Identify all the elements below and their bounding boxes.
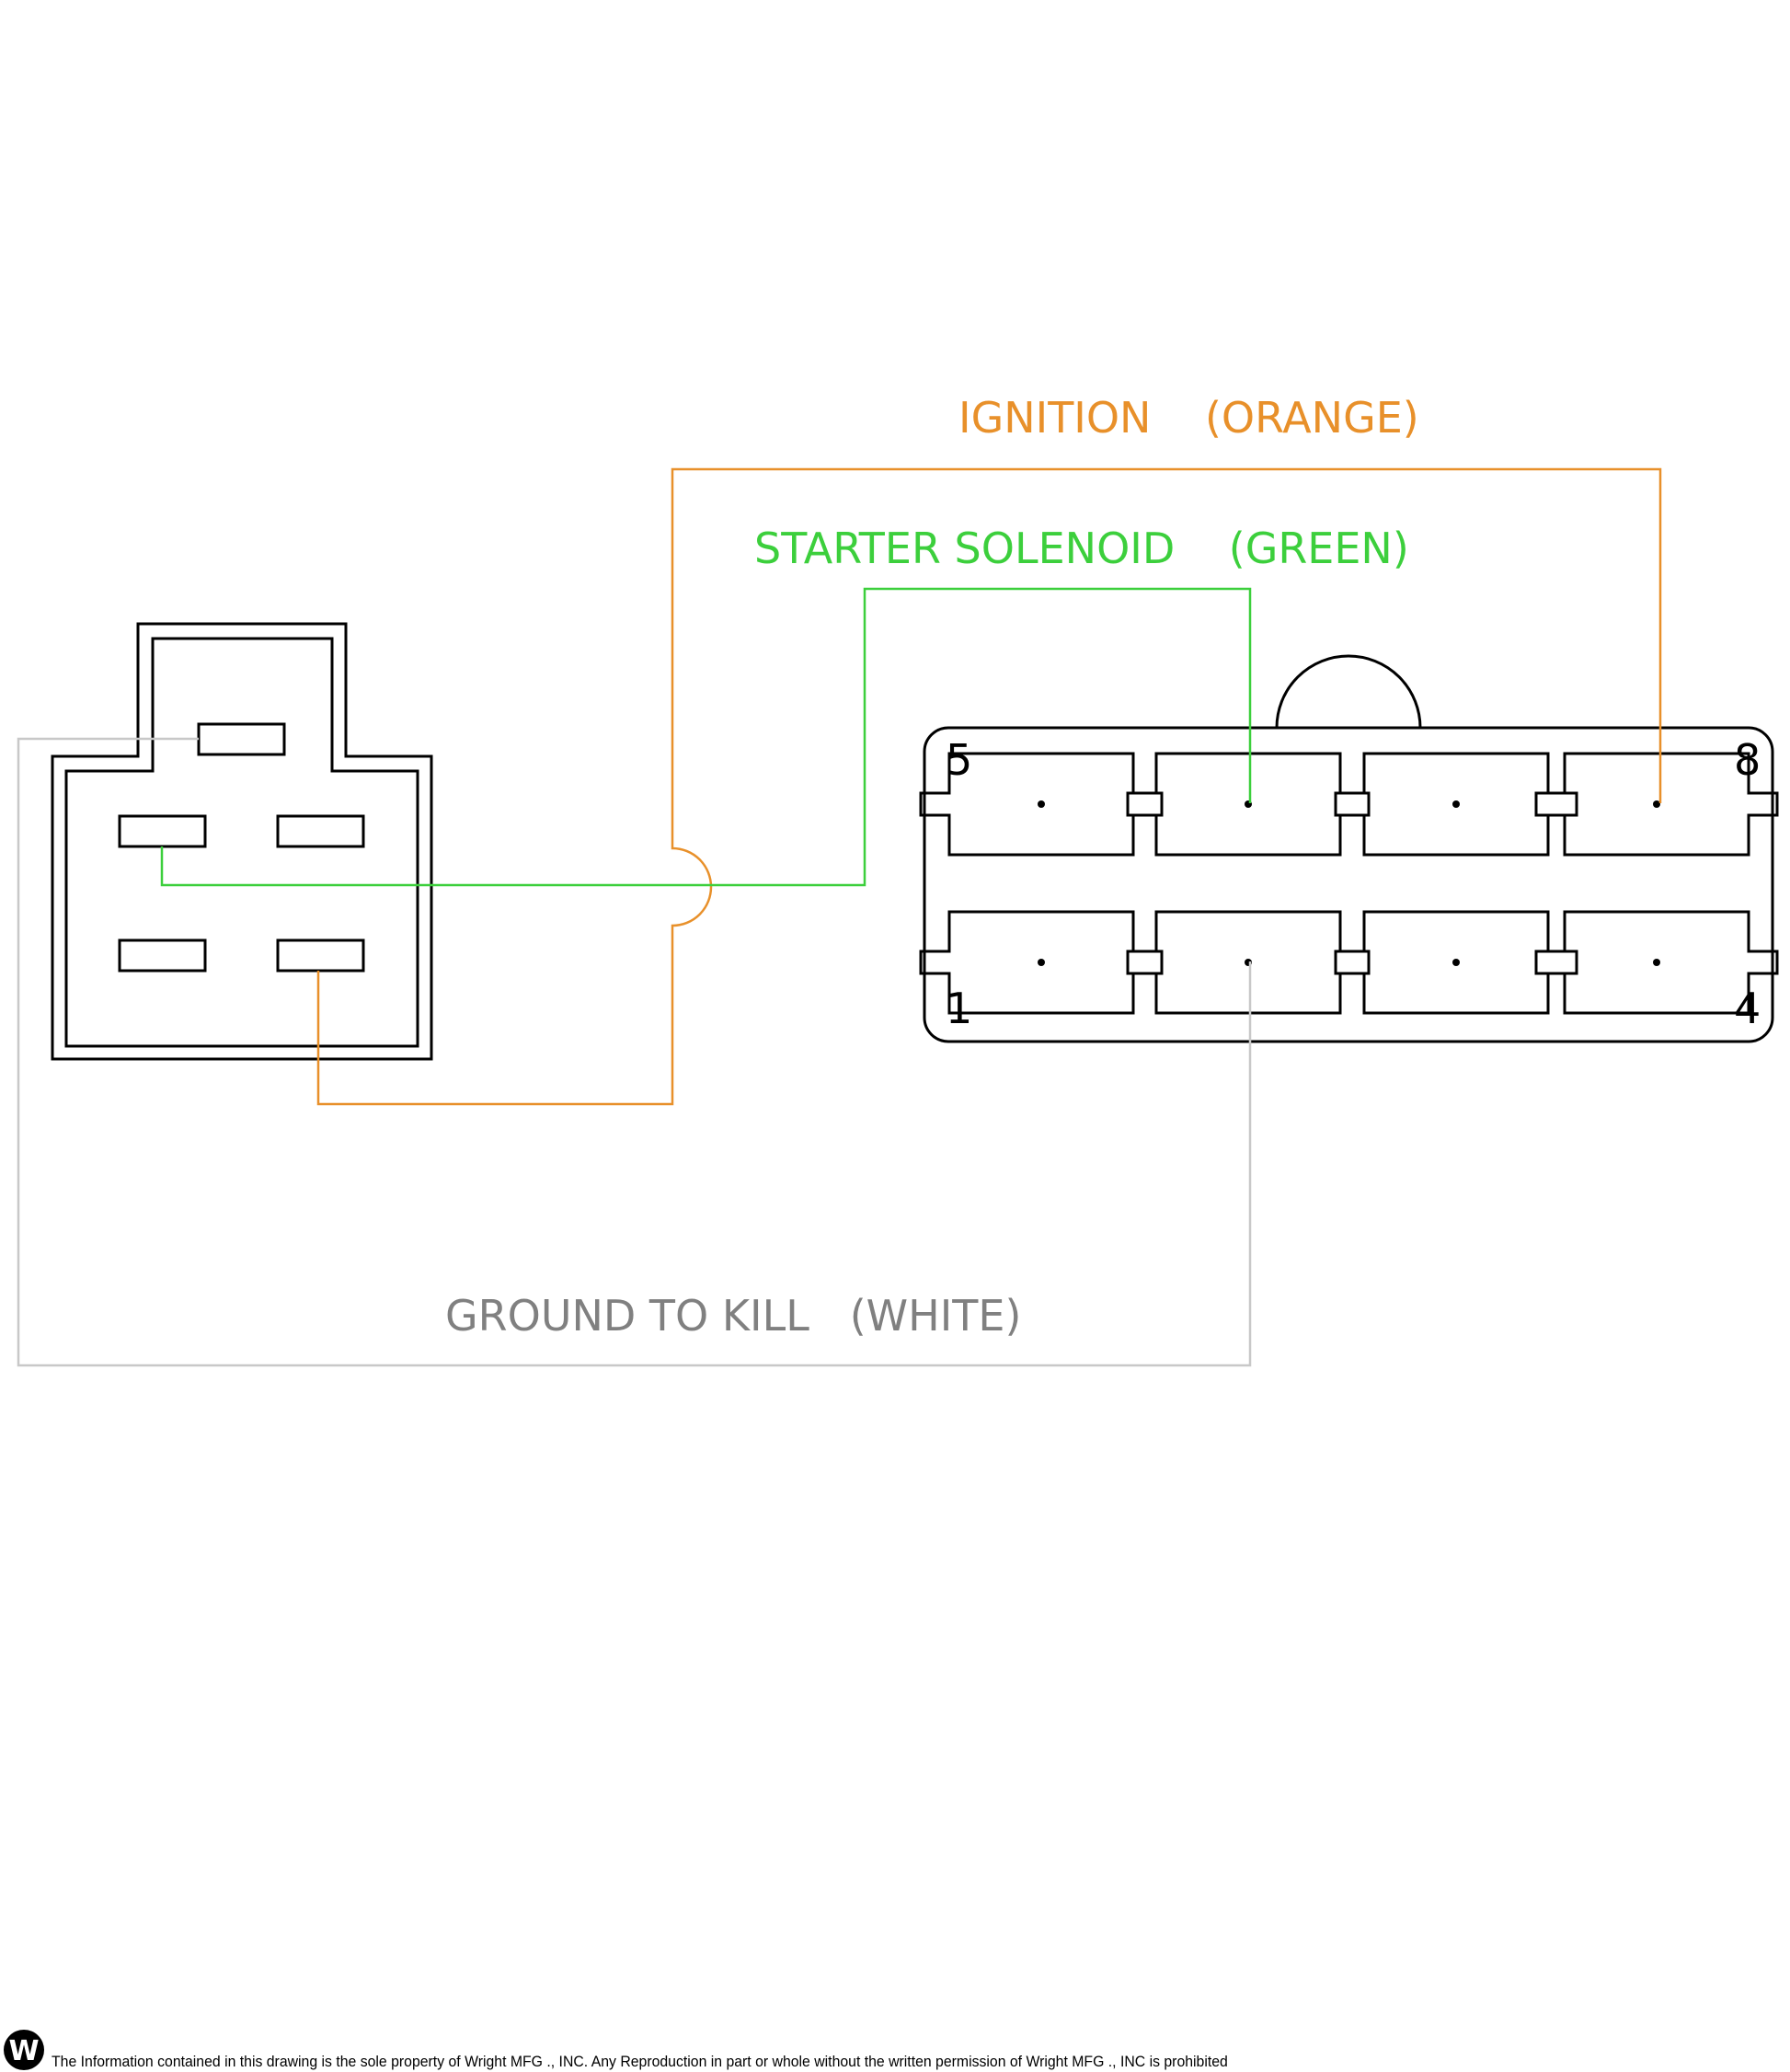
right-connector: [919, 654, 1779, 1043]
starter-solenoid-wire: [160, 587, 1252, 887]
pin-contact: [1038, 800, 1045, 808]
ignition-label: IGNITION (ORANGE): [958, 393, 1419, 443]
svg-text:W: W: [8, 2035, 39, 2067]
left-terminal-2: [276, 814, 365, 848]
left-terminal-top: [197, 722, 286, 756]
left-terminal-1: [118, 814, 207, 848]
pin-number-5: 5: [946, 735, 972, 785]
pin-contact: [1653, 959, 1660, 966]
pin-cavity: [1534, 910, 1779, 1015]
pin-number-4: 4: [1734, 984, 1761, 1033]
left-connector: [51, 622, 433, 1061]
pin-number-1: 1: [946, 984, 972, 1033]
ground-to-kill-label: GROUND TO KILL (WHITE): [445, 1291, 1021, 1341]
wright-logo-icon: W: [4, 2030, 44, 2070]
copyright-notice: The Information contained in this drawin…: [52, 2053, 1228, 2070]
left-terminal-3: [118, 938, 207, 973]
left-connector-inner: [64, 637, 419, 1048]
starter-solenoid-label: STARTER SOLENOID (GREEN): [754, 524, 1409, 573]
pin-contact: [1452, 959, 1460, 966]
ignition-wire: [316, 467, 1662, 1106]
pin-contact: [1452, 800, 1460, 808]
left-connector-outer: [51, 622, 433, 1061]
connector-key-tab: [1275, 654, 1422, 729]
pin-cavity: [1534, 752, 1779, 857]
right-connector-body: [923, 726, 1774, 1043]
ground-to-kill-wire: [17, 737, 1252, 1367]
pin-contact: [1038, 959, 1045, 966]
pin-number-8: 8: [1734, 735, 1761, 785]
pin-contact: [1653, 800, 1660, 808]
left-terminal-4: [276, 938, 365, 973]
